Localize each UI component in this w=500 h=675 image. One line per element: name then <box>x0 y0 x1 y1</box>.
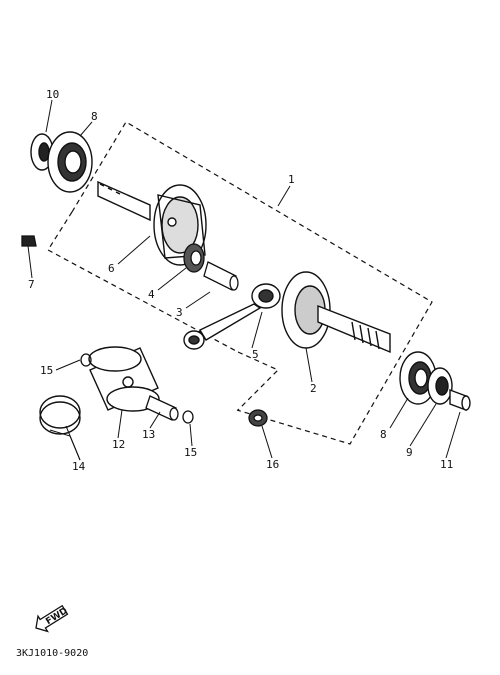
circlip-right <box>182 410 194 424</box>
callout-7: 7 <box>28 278 35 291</box>
callout-8-left: 8 <box>91 110 98 123</box>
callout-13: 13 <box>142 428 155 441</box>
callout-1: 1 <box>288 173 295 186</box>
callout-5: 5 <box>252 348 259 361</box>
woodruff-key <box>21 235 37 247</box>
callout-12: 12 <box>112 438 125 451</box>
bearing-left <box>47 131 93 193</box>
callout-6: 6 <box>108 262 115 275</box>
callout-16: 16 <box>266 458 279 471</box>
callout-14: 14 <box>72 460 86 473</box>
needle-bearing <box>183 243 205 273</box>
piston-rings <box>39 395 81 435</box>
callout-15-left: 15 <box>40 364 53 377</box>
crank-half-left <box>97 180 207 266</box>
crank-half-right <box>281 271 391 354</box>
figure-code: 3KJ1010-9020 <box>16 648 88 659</box>
fwd-arrow-icon: FWD <box>35 604 70 633</box>
oil-seal-right <box>427 367 453 405</box>
crankshaft-assembly-boundary <box>47 121 433 445</box>
callout-4: 4 <box>148 288 155 301</box>
callout-3: 3 <box>176 306 183 319</box>
small-end-bearing <box>248 409 268 427</box>
crank-pin <box>203 261 239 291</box>
callout-2: 2 <box>310 382 317 395</box>
leader-lines <box>27 99 461 461</box>
callout-labels: 10 8 1 6 7 4 3 5 2 15 12 13 15 14 16 8 9… <box>28 88 453 473</box>
callout-9: 9 <box>406 446 413 459</box>
callout-10: 10 <box>46 88 59 101</box>
callout-15-right: 15 <box>184 446 197 459</box>
callout-8-right: 8 <box>380 428 387 441</box>
circlip-left <box>80 353 92 367</box>
piston-pin <box>145 395 179 421</box>
connecting-rod <box>183 283 281 350</box>
spacer-collar <box>449 388 471 412</box>
callout-11: 11 <box>440 458 453 471</box>
piston <box>88 346 160 412</box>
